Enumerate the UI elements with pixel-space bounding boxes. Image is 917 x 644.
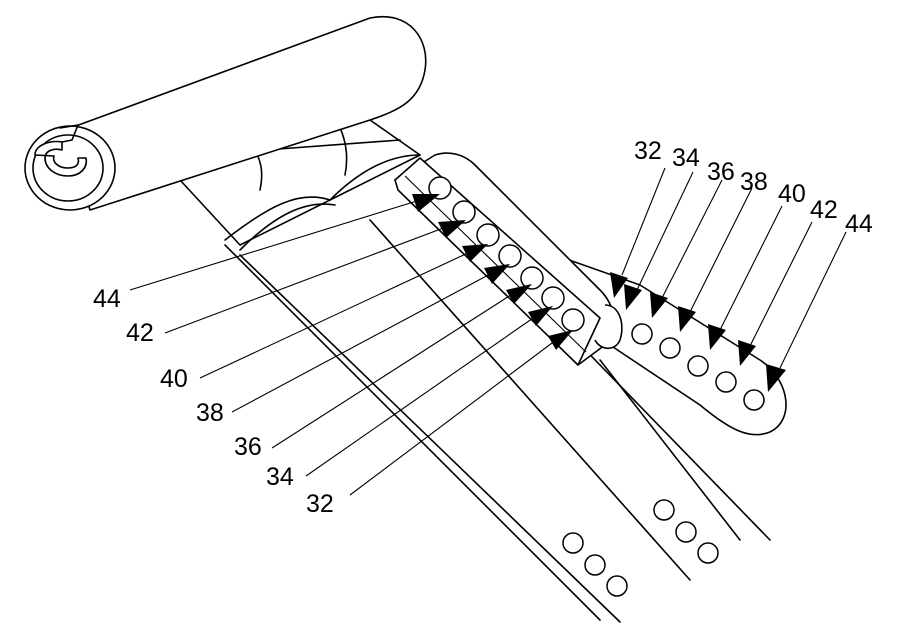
hole-bracket bbox=[394, 152, 623, 366]
bracket-label-42: 42 bbox=[126, 319, 154, 347]
handle-tube bbox=[24, 15, 427, 211]
bracket-label-44: 44 bbox=[93, 285, 121, 313]
strap-label-36: 36 bbox=[707, 158, 735, 186]
bracket-leaders bbox=[129, 194, 573, 496]
bracket-label-40: 40 bbox=[160, 365, 188, 393]
bracket-label-34: 34 bbox=[266, 463, 294, 491]
strap-label-32: 32 bbox=[634, 137, 662, 165]
strap-label-40: 40 bbox=[778, 180, 806, 208]
bracket-label-36: 36 bbox=[234, 433, 262, 461]
bracket-label-38: 38 bbox=[196, 399, 224, 427]
bracket-label-32: 32 bbox=[306, 490, 334, 518]
strap-label-group: 32 34 36 38 40 42 44 bbox=[634, 137, 873, 238]
strap-label-42: 42 bbox=[810, 196, 838, 224]
strap-label-44: 44 bbox=[845, 210, 873, 238]
strap-label-34: 34 bbox=[672, 144, 700, 172]
adjustment-strap bbox=[554, 254, 787, 436]
bracket-label-group: 44 42 40 38 36 34 32 bbox=[93, 285, 334, 518]
strip-hole-groups bbox=[562, 499, 719, 597]
strap-label-38: 38 bbox=[740, 168, 768, 196]
strap-leaders bbox=[610, 167, 847, 392]
